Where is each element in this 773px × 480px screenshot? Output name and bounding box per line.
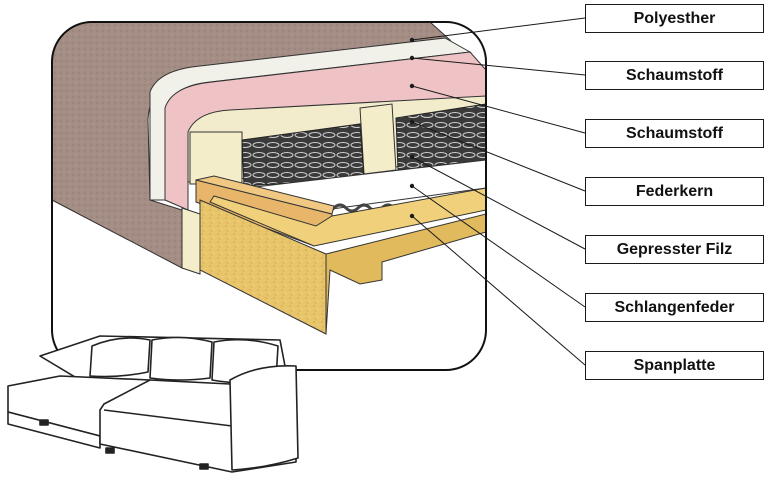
leader-lines (411, 17, 586, 366)
foam-block-left (189, 131, 243, 185)
leader-dots (409, 37, 415, 219)
label-schaumstoff-1: Schaumstoff (585, 61, 764, 90)
chipboard-side (325, 213, 486, 335)
sofa-cushion-2 (149, 336, 213, 381)
sofa-foot-2 (105, 447, 115, 454)
leader-line-federkern (411, 121, 586, 192)
label-gepresster-filz: Gepresster Filz (585, 235, 764, 264)
label-schaumstoff-2: Schaumstoff (585, 119, 764, 148)
leader-line-polyesther (411, 17, 586, 41)
sofa-arm (229, 364, 299, 471)
spring-core-right (395, 103, 486, 171)
corner-sofa-drawing (7, 335, 299, 473)
label-schlangenfeder: Schlangenfeder (585, 293, 764, 322)
leader-line-filz (411, 156, 586, 250)
sofa-chaise-front (7, 411, 101, 449)
sofa-foot-3 (199, 463, 209, 470)
leader-line-schlange (411, 185, 586, 308)
sofa-cushion-1 (89, 337, 151, 378)
leader-line-spanplatte (411, 215, 586, 366)
wood-rail-top (195, 175, 335, 215)
foam-side-block (181, 207, 201, 275)
label-polyesther: Polyesther (585, 4, 764, 33)
foam-block-center (359, 103, 397, 175)
leader-line-schaumstoff1 (411, 57, 586, 76)
label-federkern: Federkern (585, 177, 764, 206)
cross-section-illustration (52, 22, 486, 370)
sofa-foot-1 (39, 419, 49, 426)
leader-line-schaumstoff2 (411, 85, 586, 134)
chipboard-top (209, 187, 486, 247)
label-spanplatte: Spanplatte (585, 351, 764, 380)
